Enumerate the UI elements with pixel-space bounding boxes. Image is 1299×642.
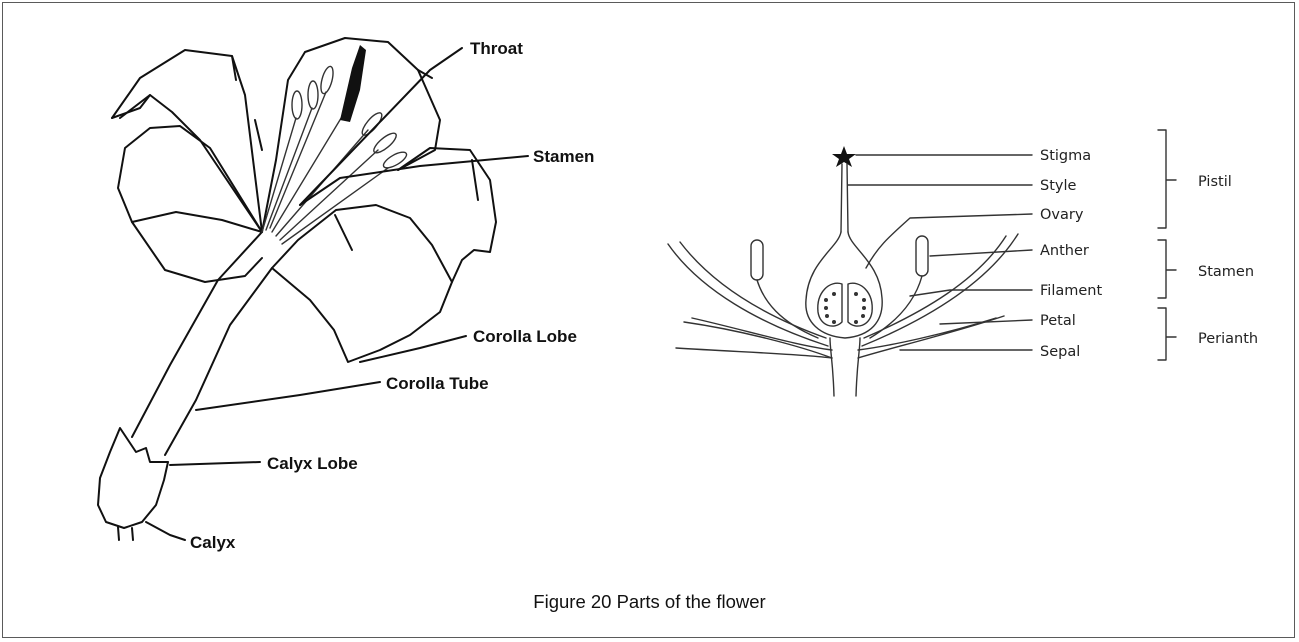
calyx-base bbox=[118, 527, 133, 540]
group-label-pistil: Pistil bbox=[1198, 174, 1232, 190]
petal-top-center bbox=[262, 38, 440, 232]
label-throat: Throat bbox=[470, 39, 523, 58]
stem-shape bbox=[830, 338, 860, 396]
label-style: Style bbox=[1040, 178, 1076, 194]
ovary-inner-right bbox=[848, 283, 872, 326]
label-anther: Anther bbox=[1040, 243, 1089, 259]
label-filament: Filament bbox=[1040, 283, 1102, 299]
group-label-perianth: Perianth bbox=[1198, 331, 1258, 347]
style-shape bbox=[841, 164, 848, 232]
anther-right bbox=[916, 236, 928, 276]
label-calyx: Calyx bbox=[190, 533, 236, 552]
calyx-shape bbox=[98, 428, 168, 528]
schematic-flower-drawing bbox=[668, 130, 1176, 396]
petal-front-left bbox=[118, 126, 262, 232]
petal-front-right bbox=[272, 205, 452, 362]
filament-right bbox=[870, 276, 922, 338]
label-ovary: Ovary bbox=[1040, 207, 1084, 223]
label-petal: Petal bbox=[1040, 313, 1076, 329]
label-stigma: Stigma bbox=[1040, 148, 1091, 164]
filament-left bbox=[757, 280, 818, 338]
ovary-inner-left bbox=[818, 283, 842, 326]
petal-front-right-crease bbox=[335, 215, 352, 250]
ovary-shape bbox=[806, 232, 882, 338]
label-corolla-lobe: Corolla Lobe bbox=[473, 327, 577, 346]
bracket-perianth bbox=[1158, 308, 1176, 360]
bracket-stamen bbox=[1158, 240, 1176, 298]
figure-caption: Figure 20 Parts of the flower bbox=[0, 591, 1299, 613]
label-calyx-lobe: Calyx Lobe bbox=[267, 454, 358, 473]
bracket-pistil bbox=[1158, 130, 1176, 228]
label-sepal: Sepal bbox=[1040, 344, 1080, 360]
label-stamen-left: Stamen bbox=[533, 147, 594, 166]
group-label-stamen: Stamen bbox=[1198, 264, 1254, 280]
corolla-tube-shape bbox=[132, 232, 272, 455]
stigma-shape bbox=[832, 146, 856, 167]
label-corolla-tube: Corolla Tube bbox=[386, 374, 489, 393]
anther-left bbox=[751, 240, 763, 280]
petal-left bbox=[668, 242, 828, 346]
ovules bbox=[824, 292, 866, 324]
